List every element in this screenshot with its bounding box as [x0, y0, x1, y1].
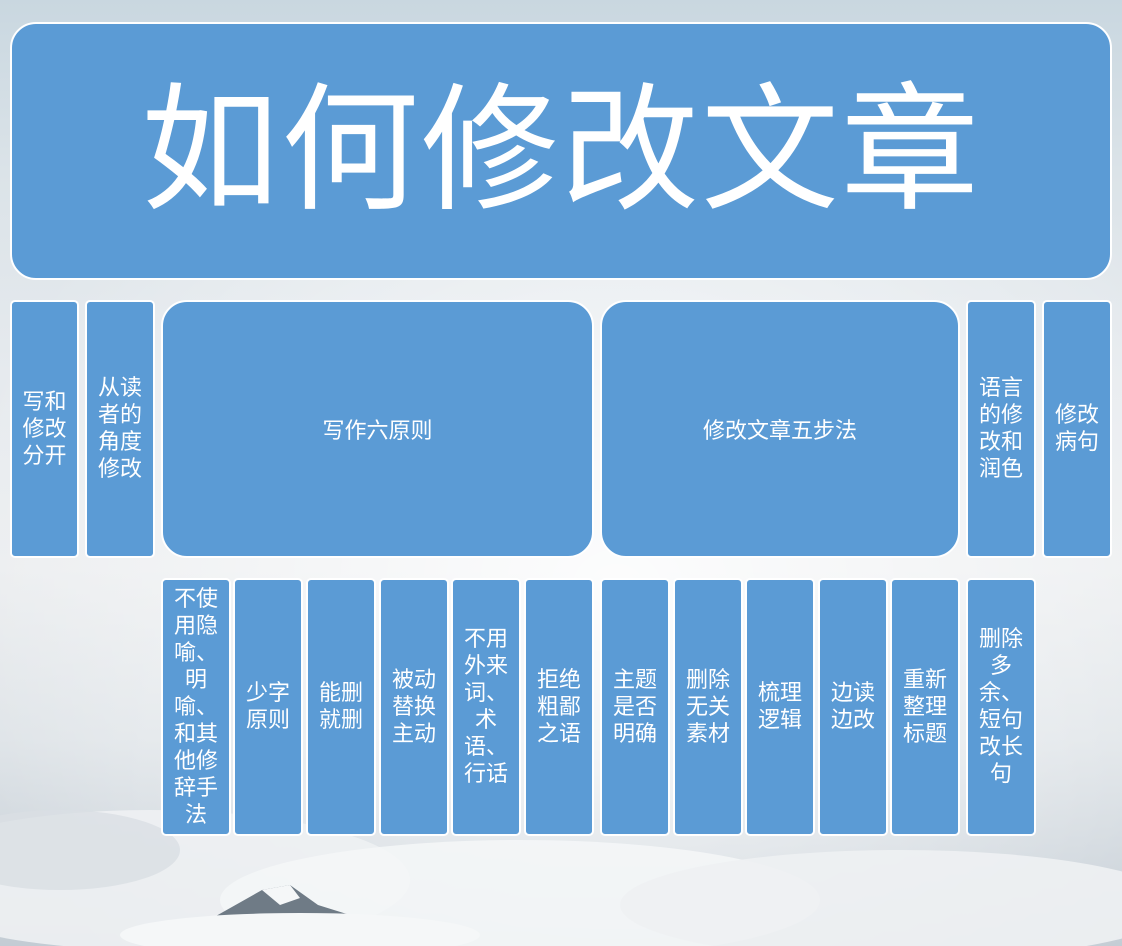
node-label: 删除无关素材 [685, 667, 730, 747]
node-step-4: 边读边改 [818, 578, 888, 836]
node-step-1: 主题是否明确 [600, 578, 670, 836]
node-principle-6: 拒绝粗鄙之语 [524, 578, 594, 836]
page-title: 如何修改文章 [140, 70, 981, 231]
node-label: 修改病句 [1054, 403, 1099, 455]
node-label: 写作六原则 [322, 419, 433, 444]
node-label: 写和修改分开 [22, 389, 67, 469]
node-revise-from-reader-view: 从读者的角度修改 [85, 300, 155, 558]
node-label: 修改文章五步法 [702, 419, 857, 444]
node-label: 边读边改 [830, 681, 875, 733]
node-label: 主题是否明确 [612, 667, 657, 747]
node-principle-2: 少字原则 [233, 578, 303, 836]
node-label: 梳理逻辑 [757, 681, 802, 733]
node-label: 拒绝粗鄙之语 [536, 667, 581, 747]
node-principle-4: 被动替换主动 [379, 578, 449, 836]
diagram-root-title: 如何修改文章 [10, 22, 1112, 280]
node-language-polish: 语言的修改和润色 [966, 300, 1036, 558]
node-label: 删除多余、短句改长句 [978, 627, 1023, 787]
node-five-step-revision: 修改文章五步法 [600, 300, 960, 558]
node-step-5: 重新整理标题 [890, 578, 960, 836]
node-label: 被动替换主动 [391, 667, 436, 747]
node-step-3: 梳理逻辑 [745, 578, 815, 836]
node-fix-sentences: 修改病句 [1042, 300, 1112, 558]
node-label: 从读者的角度修改 [97, 376, 142, 482]
node-label: 重新整理标题 [902, 667, 947, 747]
node-principle-5: 不用外来词、术语、行话 [451, 578, 521, 836]
node-sentence-fix-1: 删除多余、短句改长句 [966, 578, 1036, 836]
node-principle-3: 能删就删 [306, 578, 376, 836]
node-write-and-revise-separately: 写和修改分开 [10, 300, 79, 558]
node-step-2: 删除无关素材 [673, 578, 743, 836]
node-label: 少字原则 [245, 681, 290, 733]
node-label: 能删就删 [318, 681, 363, 733]
node-label: 不用外来词、术语、行话 [463, 627, 508, 787]
node-label: 不使用隐喻、明喻、和其他修辞手法 [173, 586, 218, 828]
node-six-writing-principles: 写作六原则 [161, 300, 594, 558]
node-principle-1: 不使用隐喻、明喻、和其他修辞手法 [161, 578, 231, 836]
node-label: 语言的修改和润色 [978, 376, 1023, 482]
